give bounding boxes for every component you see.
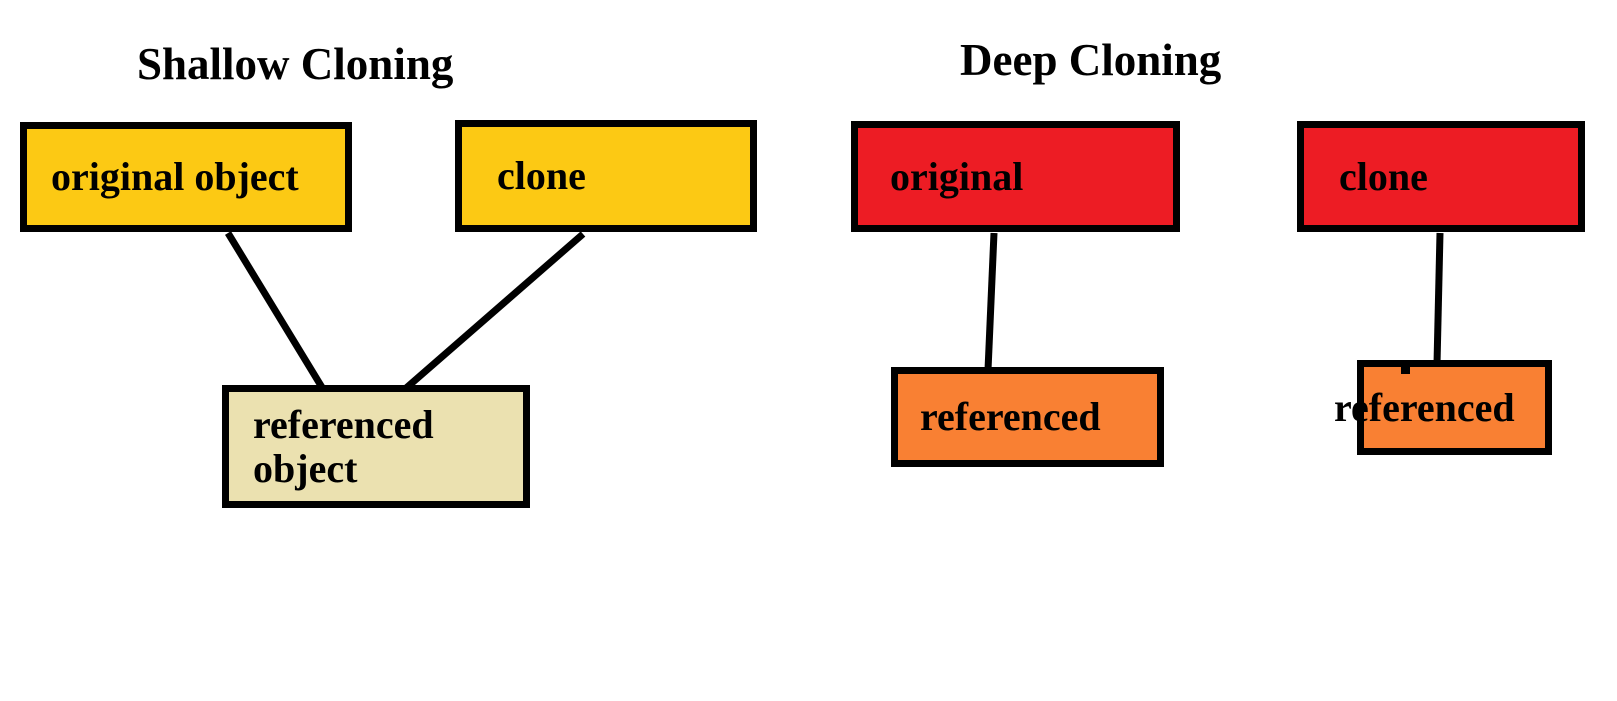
node-clone-shallow[interactable]: clone <box>455 120 757 232</box>
node-referenced-object[interactable]: referenced object <box>222 385 530 508</box>
edge-original-deep-to-referenced-deep-1 <box>984 232 998 371</box>
node-label-original-object: original object <box>51 154 299 199</box>
node-label-original-deep: original <box>890 153 1024 199</box>
node-original-deep[interactable]: original <box>851 121 1180 232</box>
node-clone-deep[interactable]: clone <box>1297 121 1585 232</box>
node-label-clone-deep: clone <box>1339 153 1428 199</box>
edge-clone-shallow-to-referenced-object <box>402 231 586 392</box>
node-label-clone-shallow: clone <box>497 153 586 198</box>
node-label-referenced-deep-2: referenced <box>1334 384 1515 430</box>
section-title-shallow-cloning: Shallow Cloning <box>137 39 454 89</box>
edge-original-object-to-referenced-object <box>225 231 326 391</box>
ink-speck-artifact <box>1401 366 1410 374</box>
section-title-deep-cloning: Deep Cloning <box>960 35 1222 85</box>
node-referenced-deep-2[interactable]: referenced <box>1334 360 1552 455</box>
node-label-referenced-object: referenced object <box>253 402 434 491</box>
node-original-object[interactable]: original object <box>20 122 352 232</box>
edge-clone-deep-to-referenced-deep-2 <box>1433 232 1444 365</box>
node-referenced-deep-1[interactable]: referenced <box>891 367 1164 467</box>
node-label-referenced-deep-1: referenced <box>920 394 1101 439</box>
